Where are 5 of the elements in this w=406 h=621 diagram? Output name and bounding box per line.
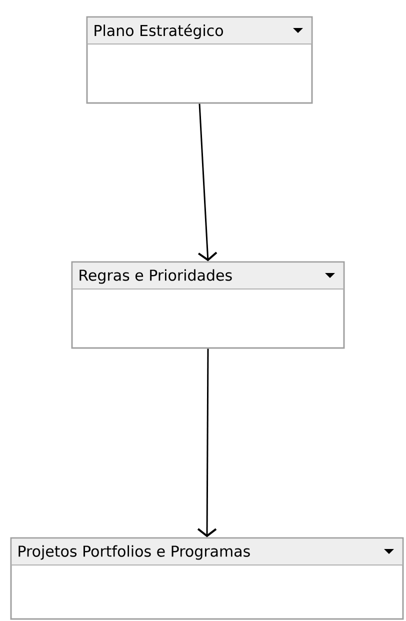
panel-box: Projetos Portfolios e Programas — [10, 537, 404, 620]
panel-box: Plano Estratégico — [86, 16, 313, 104]
panel-box: Regras e Prioridades — [71, 261, 345, 349]
arrow — [198, 104, 218, 262]
arrow — [197, 348, 217, 538]
